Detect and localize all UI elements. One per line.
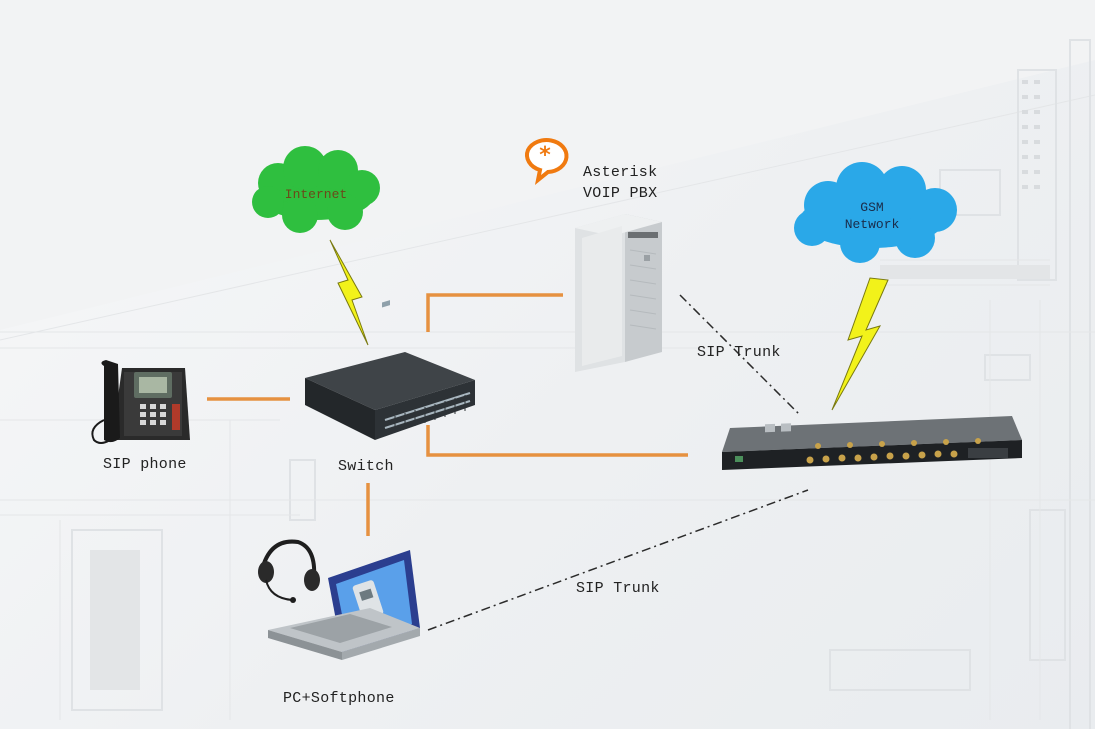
- gsm-cloud-label-line2: Network: [844, 217, 900, 232]
- lightning-icon: [329, 239, 369, 346]
- sip-trunk-label-upper: SIP Trunk: [697, 344, 781, 361]
- pbx-label: Asterisk VOIP PBX: [583, 162, 657, 204]
- gsm-cloud-label: GSM Network: [812, 199, 932, 233]
- internet-cloud-label: Internet: [284, 187, 348, 202]
- switch-label: Switch: [338, 458, 394, 475]
- lightning-icon: [831, 277, 889, 411]
- sip-phone-label: SIP phone: [103, 456, 187, 473]
- sip-trunk-pc-gateway: [427, 489, 809, 631]
- link-switch-pbx: [426, 293, 563, 332]
- sip-trunk-pbx-gateway: [679, 294, 801, 416]
- gsm-cloud-label-line1: GSM: [860, 200, 884, 215]
- sip-trunk-label-lower: SIP Trunk: [576, 580, 660, 597]
- svg-text:*: *: [539, 143, 551, 168]
- pbx-label-line1: Asterisk: [583, 164, 658, 181]
- gsm-cloud: [794, 162, 957, 263]
- pbx-label-line2: VOIP PBX: [583, 185, 658, 202]
- softphone-label: PC+Softphone: [283, 690, 395, 707]
- link-switch-gateway: [426, 425, 688, 457]
- internet-cloud: [252, 146, 380, 233]
